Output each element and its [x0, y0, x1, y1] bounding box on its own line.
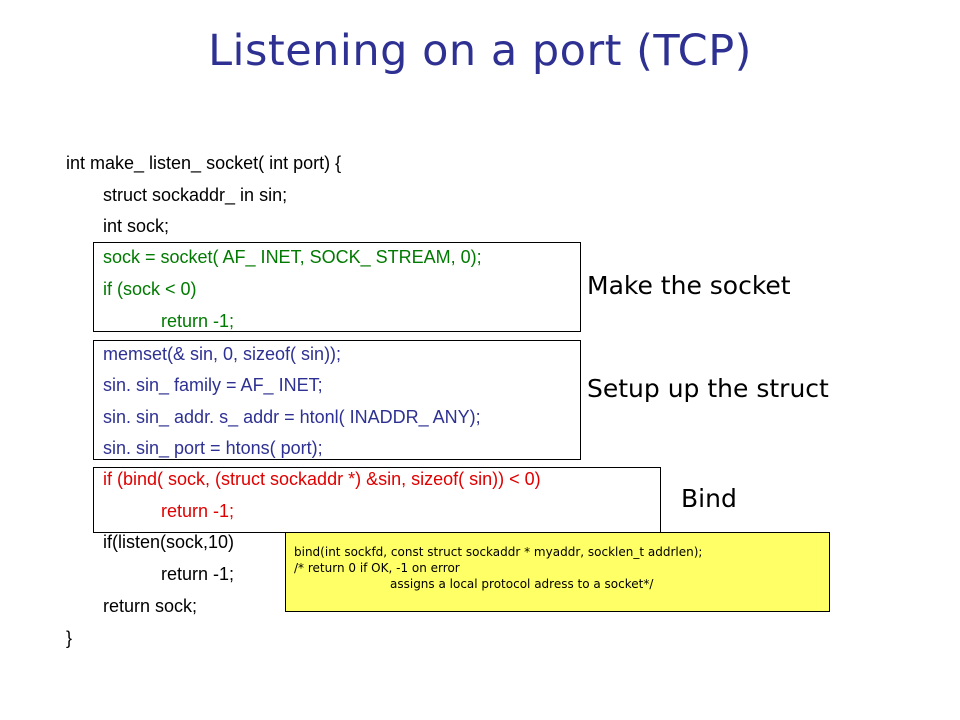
code-line: return -1; [161, 501, 235, 521]
setup-struct-label: Setup up the struct [587, 374, 829, 403]
code-line: if(listen(sock,10) [103, 532, 235, 552]
socket-box [93, 242, 581, 332]
code-line: sin. sin_ family = AF_ INET; [103, 375, 323, 395]
note-return-comment: /* return 0 if OK, -1 on error [294, 561, 460, 575]
code-line: return -1; [161, 311, 235, 331]
code-line: return sock; [103, 596, 198, 616]
make-socket-label: Make the socket [587, 271, 791, 300]
code-line: return -1; [161, 564, 235, 584]
code-line: struct sockaddr_ in sin; [103, 185, 288, 205]
code-line: if (sock < 0) [103, 279, 197, 299]
code-line: int make_ listen_ socket( int port) { [66, 153, 342, 173]
note-description: assigns a local protocol adress to a soc… [390, 577, 654, 591]
bind-label: Bind [681, 484, 737, 513]
code-line: int sock; [103, 216, 170, 236]
bind-signature-note: bind(int sockfd, const struct sockaddr *… [285, 532, 830, 612]
code-line: sin. sin_ port = htons( port); [103, 438, 323, 458]
struct-box [93, 340, 581, 460]
code-line: sin. sin_ addr. s_ addr = htonl( INADDR_… [103, 407, 481, 427]
code-line: sock = socket( AF_ INET, SOCK_ STREAM, 0… [103, 247, 482, 267]
code-line: memset(& sin, 0, sizeof( sin)); [103, 344, 342, 364]
code-line: } [66, 628, 73, 648]
slide-title: Listening on a port (TCP) [208, 26, 752, 76]
code-line: if (bind( sock, (struct sockaddr *) &sin… [103, 469, 541, 489]
note-signature: bind(int sockfd, const struct sockaddr *… [294, 545, 703, 559]
